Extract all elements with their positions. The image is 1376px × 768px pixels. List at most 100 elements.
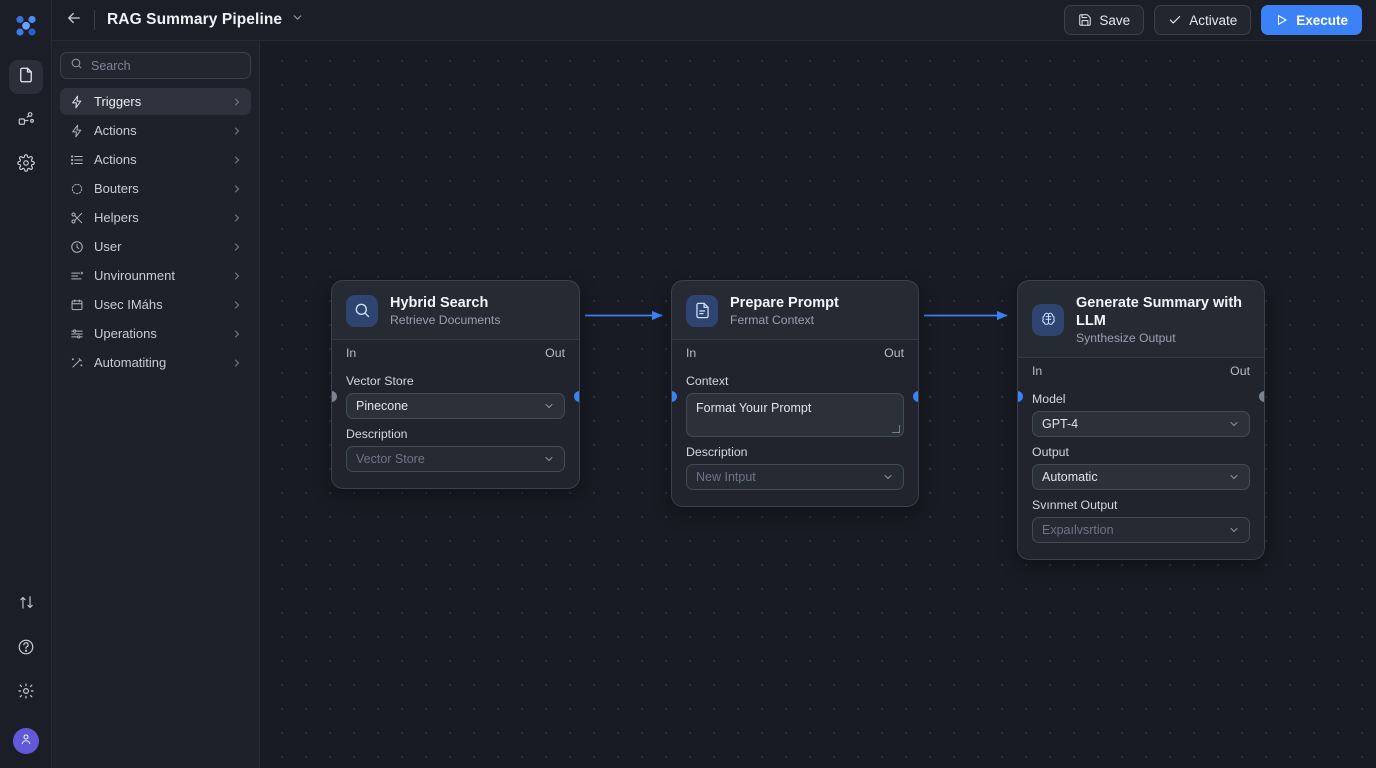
node-ports: In Out <box>1032 358 1250 384</box>
top-bar: RAG Summary Pipeline Save Activate <box>52 0 1376 41</box>
field-label-description: Description <box>346 427 408 442</box>
title-dropdown-button[interactable] <box>291 11 304 29</box>
sidebar-item-label: Bouters <box>94 181 139 196</box>
rail-item-sync[interactable] <box>9 588 43 622</box>
execute-button-label: Execute <box>1296 12 1348 28</box>
node-ports: In Out <box>686 340 904 366</box>
top-actions: Save Activate Execute <box>1064 5 1362 35</box>
sidebar-item-label: Actions <box>94 123 137 138</box>
rail-item-nodes[interactable] <box>9 104 43 138</box>
clock-icon <box>69 239 84 254</box>
bolt-icon <box>69 123 84 138</box>
select-value: Pinecone <box>356 399 409 414</box>
activate-button[interactable]: Activate <box>1154 5 1252 35</box>
sidebar-item-unvirounment[interactable]: Unvirounment <box>60 262 251 289</box>
field-label-output: Output <box>1032 445 1069 460</box>
node-hybrid-search[interactable]: Hybrid Search Retrieve Documents In Out … <box>331 280 580 490</box>
select-value: Vector Store <box>356 452 425 467</box>
sidebar-item-triggers[interactable]: Triggers <box>60 88 251 115</box>
sidebar-item-actions-2[interactable]: Actions <box>60 146 251 173</box>
port-out-label: Out <box>1230 364 1250 379</box>
scissors-icon <box>69 210 84 225</box>
node-body: In Out Model GPT-4 Output Automatic Svın… <box>1018 357 1264 560</box>
sidebar-item-automatiting[interactable]: Automatiting <box>60 349 251 376</box>
save-floppy-icon <box>1078 13 1092 27</box>
select-value: New Intput <box>696 470 756 485</box>
node-subtitle: Retrieve Documents <box>390 313 501 328</box>
sidebar-item-label: Uperations <box>94 326 157 341</box>
node-body: In Out Vector Store Pinecone Description… <box>332 339 579 489</box>
port-out-label: Out <box>545 346 565 361</box>
sidebar-item-label: Helpers <box>94 210 139 225</box>
field-label-svinmet-output: Svınmet Output <box>1032 498 1118 513</box>
search-placeholder: Search <box>91 58 131 73</box>
select-description[interactable]: Vector Store <box>346 446 565 473</box>
chevron-down-icon <box>1228 471 1240 483</box>
sidebar-item-label: User <box>94 239 122 254</box>
execute-button[interactable]: Execute <box>1261 5 1362 35</box>
chevron-down-icon <box>543 453 555 465</box>
back-button[interactable] <box>60 6 88 34</box>
magnifier-icon <box>346 294 378 327</box>
sidebar-item-label: Unvirounment <box>94 268 175 283</box>
chevron-right-icon <box>231 357 243 369</box>
port-in-hybrid-search[interactable] <box>332 391 337 402</box>
document-text-icon <box>686 294 718 327</box>
nodes-icon <box>17 110 35 133</box>
rail-item-document[interactable] <box>8 60 43 94</box>
node-generate-summary[interactable]: Generate Summary with LLM Synthesize Out… <box>1017 280 1265 561</box>
port-in-label: In <box>346 346 357 361</box>
textarea-context[interactable]: Format Youır Prompt <box>686 393 904 438</box>
select-output[interactable]: Automatic <box>1032 464 1250 491</box>
icon-rail <box>0 0 52 768</box>
sidebar-item-uperations[interactable]: Uperations <box>60 320 251 347</box>
sidebar-item-user[interactable]: User <box>60 233 251 260</box>
node-subtitle: Synthesize Output <box>1076 331 1176 346</box>
rail-item-settings[interactable] <box>9 148 43 182</box>
workflow-canvas[interactable]: Hybrid Search Retrieve Documents In Out … <box>260 41 1376 768</box>
chevron-right-icon <box>231 328 243 340</box>
select-svinmet-output[interactable]: Expaılvsrtion <box>1032 517 1250 544</box>
avatar[interactable] <box>13 728 39 754</box>
activate-button-label: Activate <box>1189 12 1238 28</box>
filters-icon <box>69 326 84 341</box>
sidebar-item-actions-1[interactable]: Actions <box>60 117 251 144</box>
node-subtitle: Fermat Context <box>730 313 814 328</box>
node-title: Generate Summary with LLM <box>1076 295 1242 330</box>
select-value: Automatic <box>1042 470 1098 485</box>
select-value: GPT-4 <box>1042 417 1079 432</box>
chevron-right-icon <box>231 270 243 282</box>
port-in-prepare-prompt[interactable] <box>672 391 677 402</box>
sidebar-item-label: Usec IMáhs <box>94 297 163 312</box>
select-vector-store[interactable]: Pinecone <box>346 393 565 420</box>
sidebar-item-helpers[interactable]: Helpers <box>60 204 251 231</box>
node-ports: In Out <box>346 340 565 366</box>
sidebar-item-bouters[interactable]: Bouters <box>60 175 251 202</box>
user-avatar-icon <box>19 732 33 751</box>
chevron-down-icon <box>291 11 304 29</box>
select-model[interactable]: GPT-4 <box>1032 411 1250 438</box>
rail-item-preferences[interactable] <box>9 676 43 710</box>
port-in-label: In <box>686 346 697 361</box>
play-icon <box>1275 13 1289 27</box>
node-prepare-prompt[interactable]: Prepare Prompt Fermat Context In Out Con… <box>671 280 919 508</box>
brain-icon <box>1032 303 1064 336</box>
arrow-left-icon <box>65 9 83 32</box>
node-header: Hybrid Search Retrieve Documents <box>332 281 579 339</box>
field-label-model: Model <box>1032 392 1066 407</box>
field-label-vector-store: Vector Store <box>346 374 414 389</box>
node-title: Hybrid Search <box>390 295 489 311</box>
port-out-generate-summary[interactable] <box>1259 391 1264 402</box>
node-title: Prepare Prompt <box>730 295 839 311</box>
calendar-icon <box>69 297 84 312</box>
sidebar-item-usec-imahs[interactable]: Usec IMáhs <box>60 291 251 318</box>
app-logo-icon[interactable] <box>5 6 47 46</box>
save-button[interactable]: Save <box>1064 5 1145 35</box>
select-description[interactable]: New Intput <box>686 464 904 491</box>
rail-item-help[interactable] <box>9 632 43 666</box>
port-in-generate-summary[interactable] <box>1018 391 1023 402</box>
port-out-prepare-prompt[interactable] <box>913 391 918 402</box>
port-out-hybrid-search[interactable] <box>574 391 579 402</box>
search-input[interactable]: Search <box>60 52 251 79</box>
